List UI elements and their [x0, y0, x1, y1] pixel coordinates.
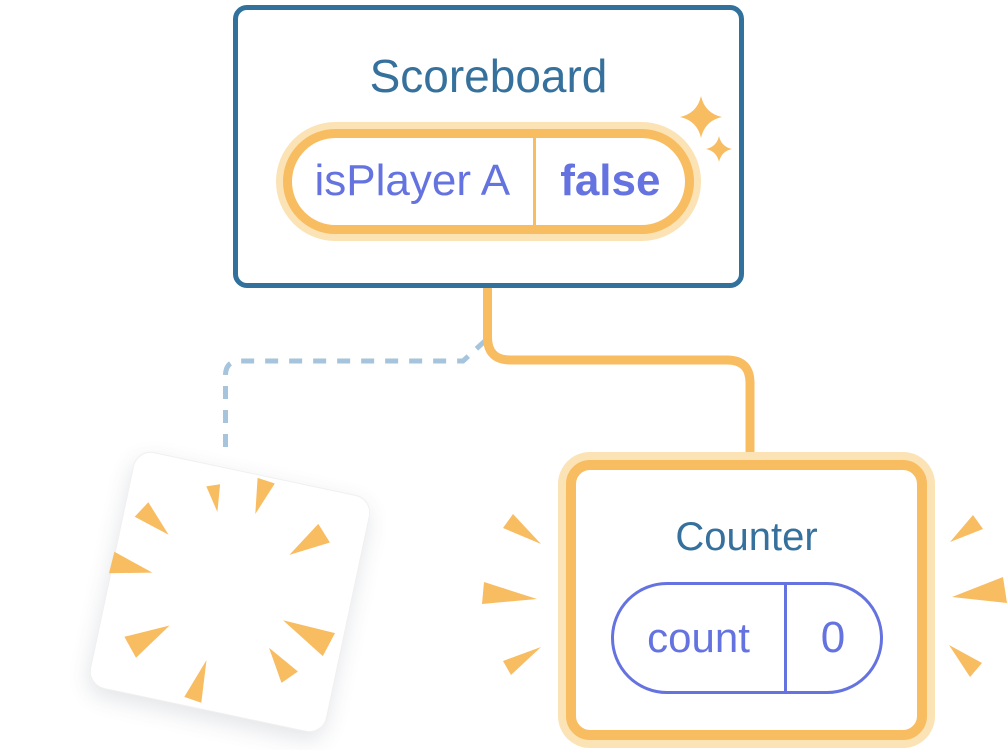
scoreboard-title: Scoreboard: [369, 50, 608, 102]
poof-burst-icon: [109, 477, 335, 703]
counter-state-name: count: [647, 614, 750, 661]
emphasis-right-icon: [949, 515, 1007, 677]
counter-state-value: 0: [820, 613, 846, 662]
sparkle-large-icon: [680, 96, 722, 138]
counter-title: Counter: [675, 515, 818, 559]
scoreboard-state-pill: isPlayer A false: [283, 128, 694, 234]
scoreboard-component-card: Scoreboard isPlayer A false: [233, 5, 744, 288]
dashed-connector-line: [223, 338, 488, 458]
pill-divider: [783, 585, 787, 691]
counter-component-card: Counter count 0: [566, 460, 927, 740]
solid-connector-line: [483, 284, 755, 461]
pill-divider: [532, 137, 536, 225]
counter-state-pill: count 0: [610, 582, 883, 694]
emphasis-left-icon: [482, 514, 541, 675]
sparkle-small-icon: [706, 136, 732, 162]
scoreboard-state-value: false: [560, 156, 661, 206]
scoreboard-state-name: isPlayer A: [314, 156, 511, 206]
